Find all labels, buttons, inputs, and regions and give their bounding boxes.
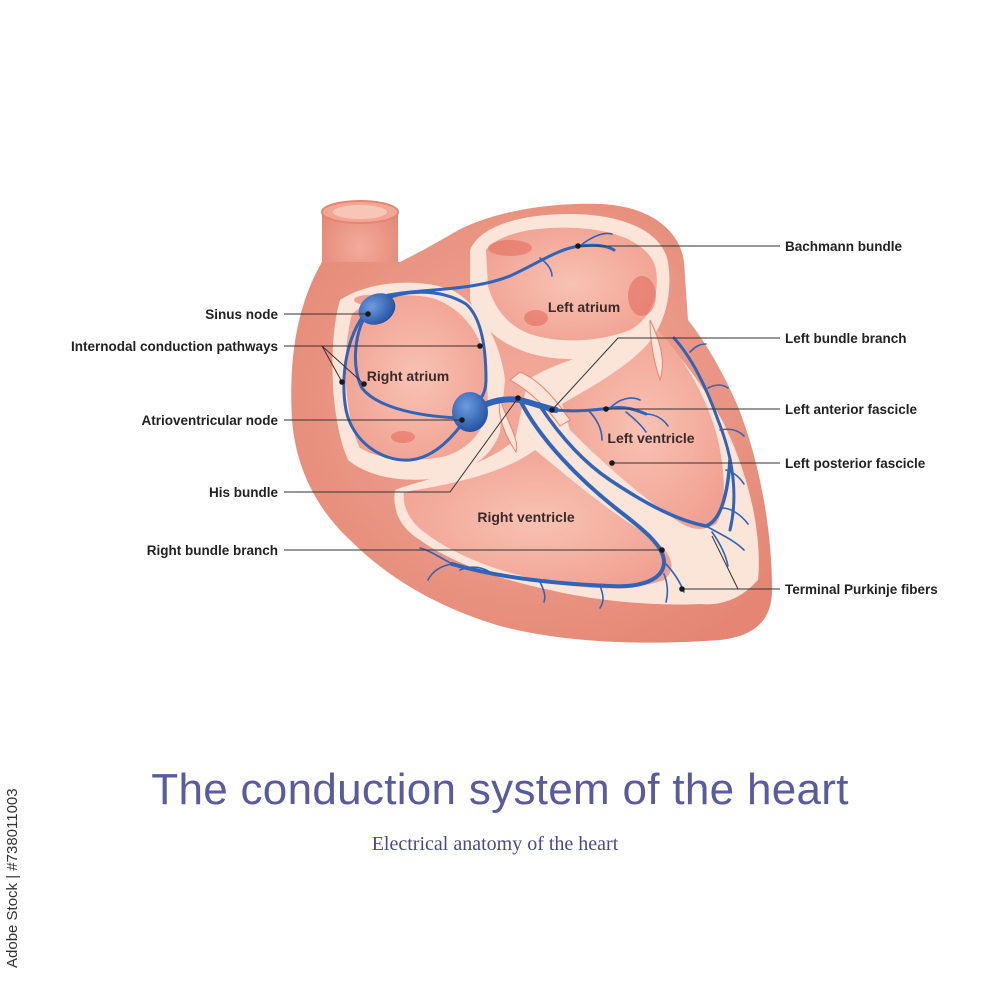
leader-lines: [284, 245, 780, 590]
callout-internodal-pathways: Internodal conduction pathways: [71, 339, 278, 354]
chambers: [345, 227, 724, 589]
label-left-ventricle: Left ventricle: [607, 430, 694, 446]
av-node-shape: [452, 392, 488, 432]
right-ventricle-chamber: [403, 450, 672, 589]
left-bundle-main: [554, 406, 648, 416]
callout-left-anterior-fascicle: Left anterior fascicle: [785, 402, 918, 417]
callout-bachmann-bundle: Bachmann bundle: [785, 239, 903, 254]
callout-left-posterior-fascicle: Left posterior fascicle: [785, 456, 926, 471]
callout-his-bundle: His bundle: [209, 485, 278, 500]
internodal-posterior: [342, 304, 464, 462]
bachmann-bundle-path: [382, 243, 616, 298]
callout-dots: [339, 243, 685, 592]
internodal-middle: [353, 304, 462, 420]
callout-av-node: Atrioventricular node: [141, 413, 278, 428]
label-right-atrium: Right atrium: [367, 368, 449, 384]
stock-id-watermark: Adobe Stock | #738011003: [4, 788, 21, 968]
diagram-title: The conduction system of the heart: [151, 765, 849, 814]
label-left-atrium: Left atrium: [548, 299, 620, 315]
callout-sinus-node: Sinus node: [205, 307, 278, 322]
left-ventricle-chamber: [562, 330, 724, 529]
diagram-subtitle: Electrical anatomy of the heart: [371, 833, 619, 855]
sinus-node-shape: [358, 293, 396, 325]
label-right-ventricle: Right ventricle: [477, 509, 574, 525]
callout-right-bundle-branch: Right bundle branch: [147, 543, 278, 558]
callout-left-bundle-branch: Left bundle branch: [785, 331, 907, 346]
left-posterior-fascicle-path: [538, 404, 732, 528]
chamber-shading: [354, 240, 656, 443]
conduction-system: [342, 232, 749, 609]
callout-purkinje-fibers: Terminal Purkinje fibers: [785, 582, 938, 597]
